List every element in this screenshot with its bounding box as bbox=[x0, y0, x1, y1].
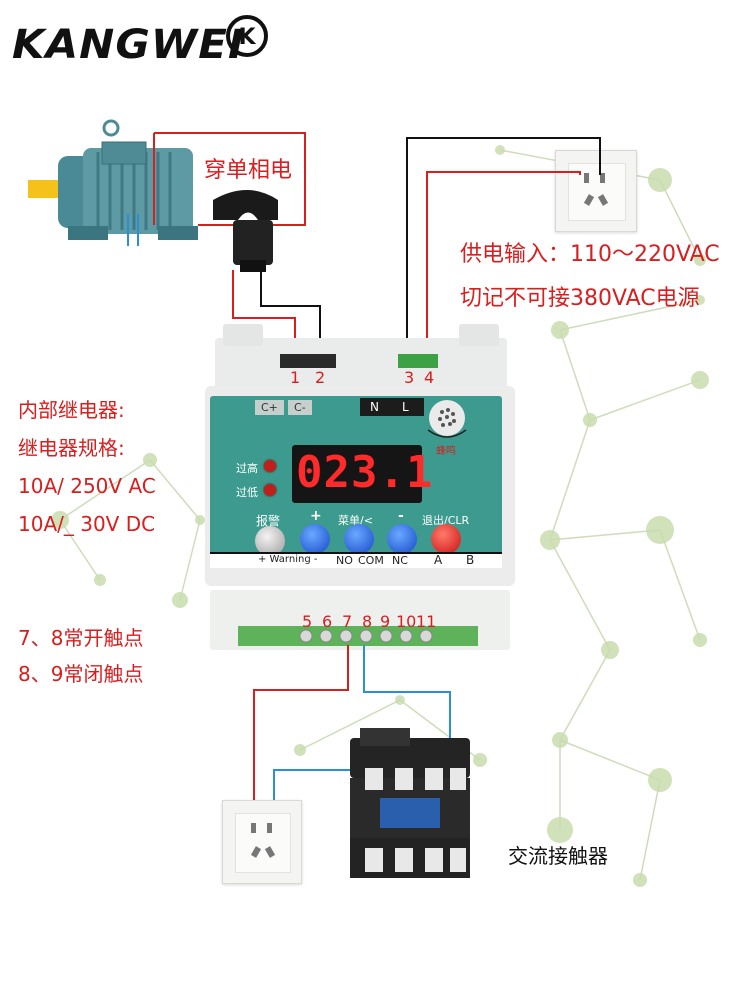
led-display bbox=[292, 445, 422, 503]
over-low-label: 过低 bbox=[236, 486, 258, 499]
terminal-4: 4 bbox=[424, 368, 435, 387]
socket-hole bbox=[251, 823, 256, 833]
alarm-button[interactable] bbox=[255, 526, 285, 556]
brand-logo: KANGWEI bbox=[12, 22, 245, 68]
over-low-led-icon bbox=[264, 484, 276, 496]
menu-button[interactable] bbox=[344, 524, 374, 554]
terminal-block-top-right bbox=[398, 354, 438, 368]
terminal-screws bbox=[299, 629, 433, 643]
terminal-8: 8 bbox=[362, 612, 373, 631]
over-high-label: 过高 bbox=[236, 462, 258, 475]
motor-icon bbox=[28, 119, 198, 246]
plus-label: + bbox=[310, 508, 322, 524]
nc-contact-label: 8、9常闭触点 bbox=[18, 662, 144, 686]
terminal-11: 11 bbox=[416, 612, 437, 631]
a-terminal-label: A bbox=[434, 553, 443, 567]
phase-label: 穿单相电 bbox=[204, 158, 293, 183]
terminal-2: 2 bbox=[315, 368, 326, 387]
contactor-label: 交流接触器 bbox=[508, 844, 608, 868]
warning-terminal-label: + Warning - bbox=[258, 554, 318, 565]
power-n-label: N bbox=[370, 400, 379, 414]
b-terminal-label: B bbox=[466, 553, 475, 567]
menu-label: 菜单/< bbox=[338, 514, 373, 527]
terminal-strip-bottom bbox=[238, 626, 478, 646]
no-terminal-label: NO bbox=[336, 554, 353, 567]
socket-hole bbox=[600, 173, 605, 183]
com-terminal-label: COM bbox=[358, 554, 384, 567]
current-clamp-icon bbox=[213, 190, 278, 272]
relay-dc: 10A/_ 30V DC bbox=[18, 512, 156, 536]
brand-badge-letter: K bbox=[238, 25, 256, 50]
nc-terminal-label: NC bbox=[392, 554, 408, 567]
relay-spec: 继电器规格: bbox=[18, 436, 125, 460]
terminal-5: 5 bbox=[302, 612, 313, 631]
terminal-9: 9 bbox=[380, 612, 391, 631]
relay-ac: 10A/ 250V AC bbox=[18, 474, 156, 498]
power-socket-bottom bbox=[222, 800, 302, 884]
power-l-label: L bbox=[402, 400, 409, 414]
warning-380-label: 切记不可接380VAC电源 bbox=[460, 286, 700, 311]
terminal-block-top-left bbox=[280, 354, 336, 368]
terminal-3: 3 bbox=[404, 368, 415, 387]
brand-badge-icon: K bbox=[226, 15, 268, 57]
terminal-10: 10 bbox=[396, 612, 417, 631]
power-input-label: 供电输入：110～220VAC bbox=[460, 242, 720, 267]
ct-minus-label: C- bbox=[288, 400, 312, 415]
relay-title: 内部继电器: bbox=[18, 398, 125, 422]
no-contact-label: 7、8常开触点 bbox=[18, 626, 144, 650]
buzzer-label: 蜂鸣 bbox=[436, 446, 456, 457]
terminal-6: 6 bbox=[322, 612, 333, 631]
ct-plus-label: C+ bbox=[255, 400, 284, 415]
minus-button[interactable] bbox=[387, 524, 417, 554]
plus-button[interactable] bbox=[300, 524, 330, 554]
display-value: 023.1 bbox=[296, 447, 434, 498]
exit-label: 退出/CLR bbox=[422, 514, 470, 527]
terminal-1: 1 bbox=[290, 368, 301, 387]
socket-hole bbox=[584, 173, 589, 183]
buzzer-icon bbox=[427, 400, 467, 438]
contactor-icon bbox=[350, 728, 470, 878]
over-high-led-icon bbox=[264, 460, 276, 472]
exit-button[interactable] bbox=[431, 524, 461, 554]
alarm-label: 报警 bbox=[256, 514, 281, 528]
power-label-box bbox=[360, 398, 424, 416]
minus-label: - bbox=[398, 508, 404, 524]
power-wires bbox=[406, 137, 601, 360]
terminal-7: 7 bbox=[342, 612, 353, 631]
panel-label-strip bbox=[210, 552, 502, 568]
socket-hole bbox=[267, 823, 272, 833]
